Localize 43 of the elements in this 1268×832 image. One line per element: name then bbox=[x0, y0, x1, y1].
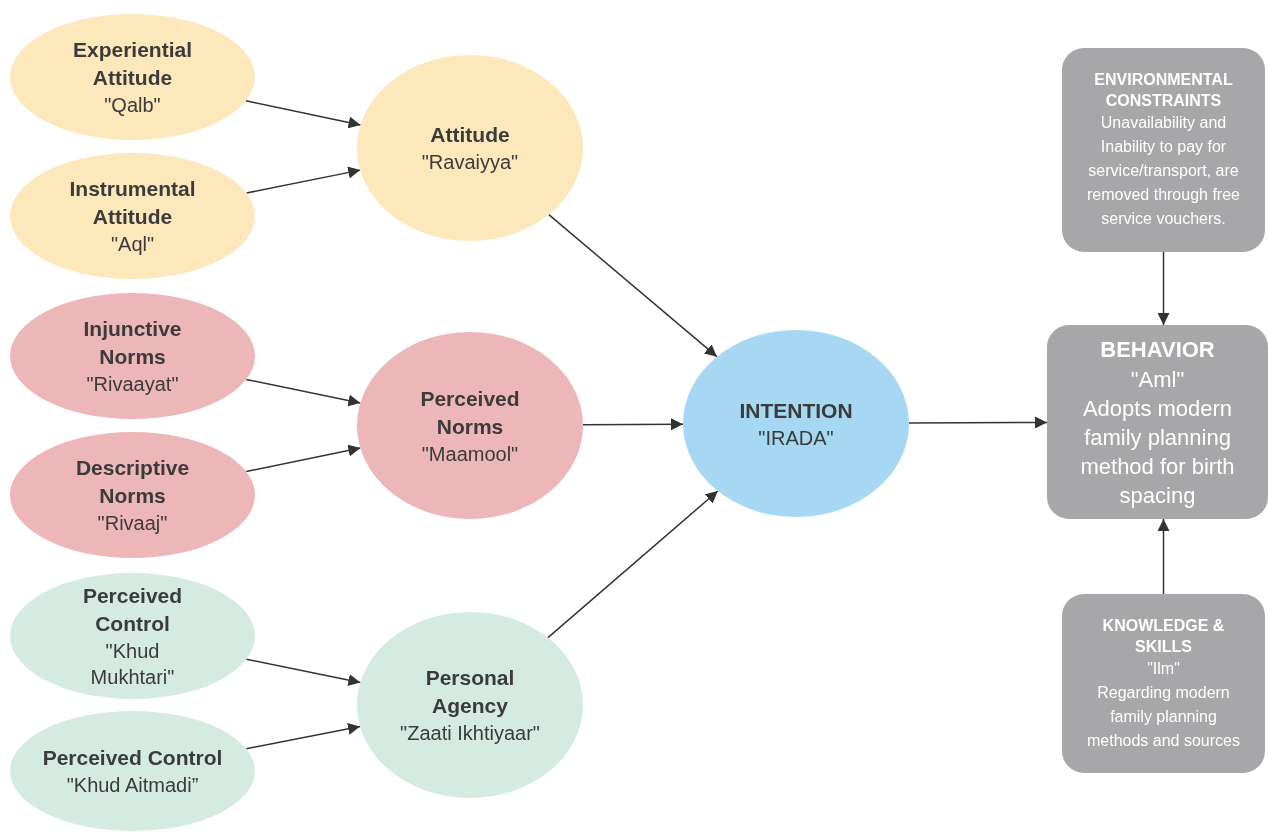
local-term: "Khud Mukhtari" bbox=[89, 639, 176, 690]
arrow bbox=[547, 490, 719, 639]
local-term: "Qalb" bbox=[104, 93, 161, 118]
arrow bbox=[908, 416, 1048, 429]
arrow bbox=[548, 213, 718, 358]
concept-title: Attitude bbox=[430, 122, 510, 148]
local-term: "Rivaaj" bbox=[97, 511, 168, 536]
arrow bbox=[245, 166, 361, 194]
arrow bbox=[1157, 251, 1170, 326]
factor-box bbox=[1047, 325, 1268, 519]
local-term: "Khud Aitmadi” bbox=[66, 773, 199, 798]
local-term: "Zaati Ikhtiyaar" bbox=[400, 721, 540, 746]
box-text: Unavailability and Inability to pay for service/transport, are removed through free service vouchers. bbox=[1086, 113, 1241, 229]
concept-title: INTENTION bbox=[739, 397, 853, 424]
factor-box bbox=[1062, 48, 1265, 252]
concept-title: Injunctive Norms bbox=[82, 316, 183, 370]
concept-title: Descriptive Norms bbox=[74, 455, 191, 509]
concept-title: Experiential Attitude bbox=[71, 37, 194, 91]
local-term: "Ravaiyya" bbox=[421, 150, 519, 175]
box-text: "Ilm" bbox=[1147, 658, 1180, 679]
box-text: "Aml" bbox=[1130, 365, 1185, 394]
concept-title: Perceived Norms bbox=[419, 385, 521, 440]
box-text: Regarding modern family planning methods and sources bbox=[1086, 682, 1241, 751]
box-text: Adopts modern family planning method for birth spacing bbox=[1079, 394, 1236, 510]
local-term: "Maamool" bbox=[421, 441, 519, 467]
local-term: "Rivaayat" bbox=[86, 372, 179, 397]
box-heading: ENVIRONMENTAL CONSTRAINTS bbox=[1093, 70, 1234, 111]
concept-title: Perceived Control bbox=[81, 583, 184, 637]
concept-title: Perceived Control bbox=[42, 745, 223, 771]
arrow bbox=[245, 378, 362, 407]
box-heading: KNOWLEDGE & SKILLS bbox=[1101, 615, 1226, 657]
concept-title: Personal Agency bbox=[424, 665, 516, 719]
arrow bbox=[1157, 518, 1170, 595]
arrow bbox=[245, 100, 362, 129]
arrow bbox=[245, 658, 362, 687]
local-term: "Aql" bbox=[110, 232, 155, 257]
concept-title: Instrumental Attitude bbox=[68, 176, 197, 230]
arrow bbox=[582, 418, 684, 431]
arrow bbox=[245, 722, 361, 750]
arrow bbox=[245, 444, 362, 473]
box-heading: BEHAVIOR bbox=[1100, 335, 1215, 364]
local-term: "IRADA" bbox=[758, 425, 834, 451]
factor-box bbox=[1062, 594, 1265, 773]
